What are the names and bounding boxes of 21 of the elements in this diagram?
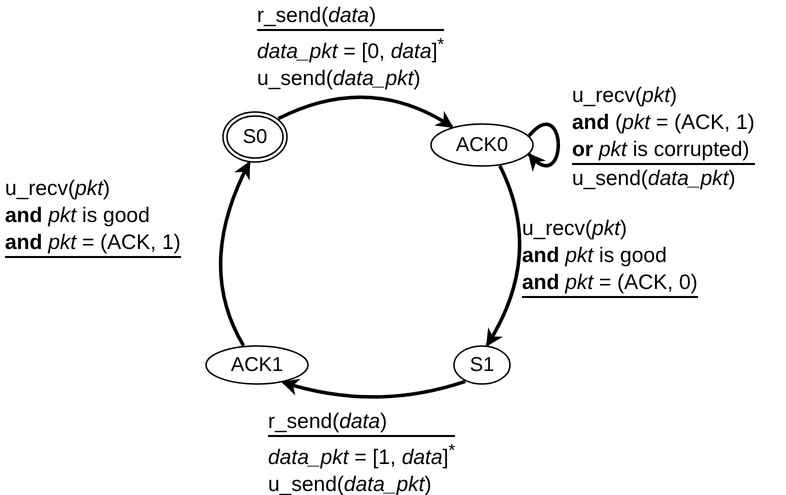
transition-guard: u_recv(pkt) and pkt is good and pkt = (ACK, 0) xyxy=(522,215,698,298)
transition-arrow xyxy=(278,96,454,128)
transition-action: data_pkt = [1, data]$^{*}$ u_send(data_pkt) xyxy=(268,439,456,495)
transition-action: u_send(data_pkt) xyxy=(572,166,736,192)
transition-arrow xyxy=(528,122,560,172)
state-ellipse xyxy=(453,345,511,385)
transition-action: data_pkt = [0, data]$^{*}$ u_send(data_pkt) xyxy=(257,33,444,92)
state-name: ACK0 xyxy=(456,134,508,156)
state-name: S1 xyxy=(470,354,494,376)
transition-guard: r_send(data) xyxy=(268,408,456,437)
double-state-ellipse xyxy=(222,111,288,163)
state-name: S0 xyxy=(242,126,268,148)
transition-guard: u_recv(pkt) and pkt is good and pkt = (ACK, 1) xyxy=(5,175,181,258)
transition-arrow xyxy=(486,164,522,347)
transition-guard: u_recv(pkt) and (pkt = (ACK, 1) or pkt is corrupted) xyxy=(572,82,755,165)
transition-arrow xyxy=(218,161,251,347)
state-name: ACK1 xyxy=(230,354,284,376)
state-ellipse xyxy=(430,123,534,167)
transition-guard: r_send(data) xyxy=(257,2,444,31)
state-ellipse xyxy=(205,345,309,385)
transition-arrow xyxy=(281,378,466,399)
